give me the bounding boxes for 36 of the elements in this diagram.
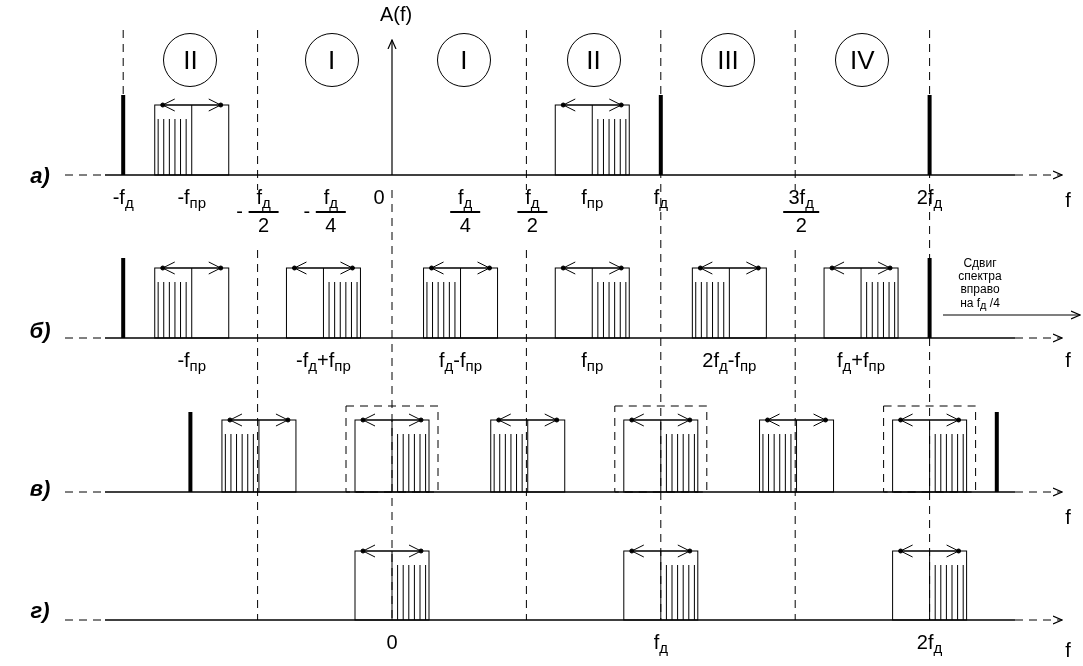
axis-label: f$_{пр}$ [581, 350, 604, 373]
axis-label: f [1065, 507, 1071, 527]
axis-label: -f$_{д}$ [112, 187, 134, 210]
axis-label: 2f$_{д}$ [916, 632, 943, 655]
axis-label: -f$_{д}$+f$_{пр}$ [296, 350, 351, 373]
panel-letter: а) [30, 165, 50, 187]
axis-label: f [1065, 190, 1071, 210]
axis-label: -f$_{пр}$ [177, 350, 207, 373]
axis-label: 2 [795, 215, 807, 235]
axis-label: f [1065, 350, 1071, 370]
axis-label: 3f$_{д}$ [788, 187, 814, 210]
axis-label: 4 [459, 215, 471, 235]
axis-label: f$_{пр}$ [581, 187, 604, 210]
axis-label: f$_{д}$ [458, 187, 473, 210]
axis-label: f$_{д}$-f$_{пр}$ [439, 350, 483, 373]
axis-label: A(f) [379, 4, 413, 24]
axis-label: 2f$_{д}$-f$_{пр}$ [702, 350, 757, 373]
axis-label: -f$_{пр}$ [177, 187, 207, 210]
axis-label: 0 [373, 187, 385, 207]
axis-label: 2f$_{д}$ [916, 187, 943, 210]
axis-label: f$_{д}$ [653, 187, 668, 210]
axis-label: f$_{д}$ [323, 187, 338, 210]
axis-label: f$_{д}$ [653, 632, 668, 655]
axis-label: f$_{д}$ [256, 187, 271, 210]
panel-letter: г) [30, 600, 50, 622]
panel-letter: в) [29, 478, 51, 500]
axis-label: 0 [386, 632, 398, 652]
axis-label: 2 [526, 215, 538, 235]
axis-label: f$_{д}$ [525, 187, 540, 210]
panel-letter: б) [29, 320, 51, 342]
axis-label: - [303, 201, 311, 221]
axis-label: f$_{д}$+f$_{пр}$ [837, 350, 886, 373]
axis-label: - [236, 201, 243, 221]
axis-label: 4 [325, 215, 337, 235]
axis-label: f [1065, 640, 1071, 660]
axis-label: 2 [258, 215, 270, 235]
